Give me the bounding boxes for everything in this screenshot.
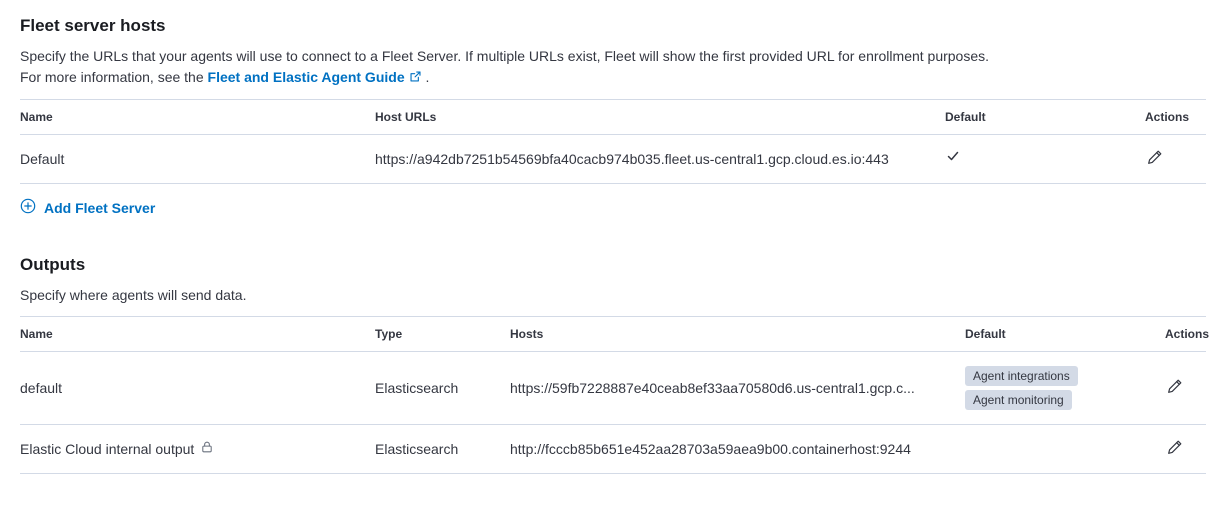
fleet-server-hosts-table: Name Host URLs Default Actions Default h… — [20, 99, 1206, 184]
outputs-header-hosts: Hosts — [510, 316, 965, 352]
outputs-title: Outputs — [20, 255, 86, 274]
fleet-row-actions-cell — [1145, 134, 1206, 184]
fleet-header-name: Name — [20, 99, 375, 135]
default-badges: Agent integrations Agent monitoring — [965, 364, 1157, 412]
outputs-header-default: Default — [965, 316, 1165, 352]
output-row-name: Elastic Cloud internal output — [20, 424, 375, 474]
outputs-table: Name Type Hosts Default Actions default … — [20, 316, 1209, 474]
output-row-actions-cell — [1165, 351, 1206, 425]
fleet-header-actions: Actions — [1145, 99, 1206, 135]
edit-output-button[interactable] — [1165, 437, 1185, 457]
agent-monitoring-badge: Agent monitoring — [965, 390, 1072, 410]
fleet-guide-link-label: Fleet and Elastic Agent Guide — [207, 69, 405, 85]
outputs-header-actions: Actions — [1165, 316, 1209, 352]
outputs-section: Outputs Specify where agents will send d… — [20, 253, 1209, 474]
pencil-icon — [1167, 440, 1183, 458]
output-row-default-cell — [965, 424, 1165, 474]
pencil-icon — [1167, 379, 1183, 397]
check-icon — [945, 151, 961, 167]
outputs-table-header: Name Type Hosts Default Actions — [20, 316, 1209, 352]
output-row-type: Elasticsearch — [375, 351, 510, 425]
fleet-row-default-cell — [945, 134, 1145, 184]
fleet-server-hosts-title: Fleet server hosts — [20, 16, 166, 35]
lock-icon — [200, 439, 214, 460]
agent-integrations-badge: Agent integrations — [965, 366, 1078, 386]
fleet-server-hosts-section: Fleet server hosts Specify the URLs that… — [20, 14, 1206, 219]
outputs-table-header-row: Name Type Hosts Default Actions — [20, 316, 1209, 352]
fleet-server-hosts-description: Specify the URLs that your agents will u… — [20, 46, 1206, 89]
output-row-default-cell: Agent integrations Agent monitoring — [965, 351, 1165, 425]
output-row-name: default — [20, 351, 375, 425]
external-link-icon — [409, 68, 422, 89]
output-row-hosts: https://59fb7228887e40ceab8ef33aa70580d6… — [510, 351, 965, 425]
fleet-row-name: Default — [20, 134, 375, 184]
output-row-type: Elasticsearch — [375, 424, 510, 474]
fleet-table-header-row: Name Host URLs Default Actions — [20, 99, 1206, 135]
output-row-actions-cell — [1165, 424, 1206, 474]
edit-fleet-server-button[interactable] — [1145, 147, 1165, 167]
fleet-guide-link[interactable]: Fleet and Elastic Agent Guide — [208, 69, 422, 85]
description-line2-prefix: For more information, see the — [20, 69, 208, 85]
output-name-label: Elastic Cloud internal output — [20, 440, 195, 457]
table-row: Default https://a942db7251b54569bfa40cac… — [20, 134, 1206, 184]
pencil-icon — [1147, 150, 1163, 168]
outputs-header-type: Type — [375, 316, 510, 352]
table-row: default Elasticsearch https://59fb722888… — [20, 351, 1206, 425]
table-row: Elastic Cloud internal output Elasticsea… — [20, 424, 1206, 474]
fleet-table-header: Name Host URLs Default Actions — [20, 99, 1206, 135]
add-fleet-server-label: Add Fleet Server — [44, 199, 156, 216]
fleet-header-host-urls: Host URLs — [375, 99, 945, 135]
output-row-hosts: http://fcccb85b651e452aa28703a59aea9b00.… — [510, 424, 965, 474]
add-fleet-server-button[interactable]: Add Fleet Server — [20, 198, 155, 217]
edit-output-button[interactable] — [1165, 376, 1185, 396]
fleet-row-host-url: https://a942db7251b54569bfa40cacb974b035… — [375, 134, 945, 184]
outputs-header-name: Name — [20, 316, 375, 352]
outputs-description: Specify where agents will send data. — [20, 287, 247, 303]
plus-circle-icon — [20, 198, 36, 217]
description-line2-suffix: . — [421, 69, 430, 85]
fleet-header-default: Default — [945, 99, 1145, 135]
description-line1: Specify the URLs that your agents will u… — [20, 48, 990, 64]
